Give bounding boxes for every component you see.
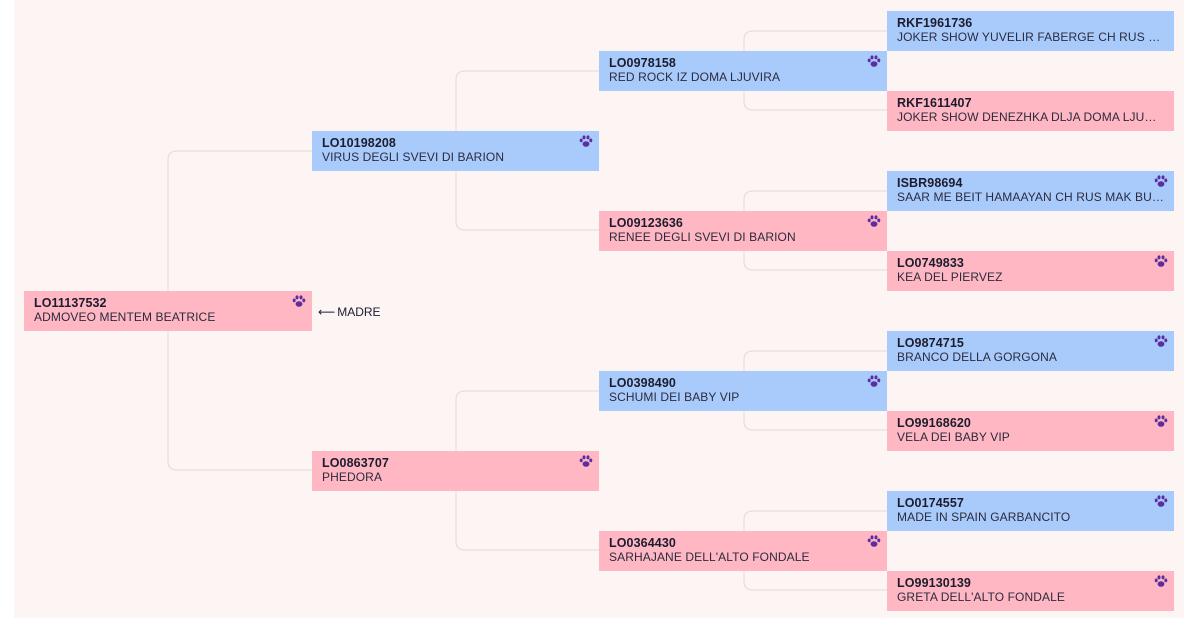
dog-name: RENEE DEGLI SVEVI DI BARION xyxy=(609,230,796,244)
dog-card-dd-dam[interactable]: LO99130139 GRETA DELL'ALTO FONDALE xyxy=(887,571,1174,611)
dog-code: LO0863707 xyxy=(322,456,389,470)
paw-icon[interactable] xyxy=(1154,575,1168,588)
paw-icon[interactable] xyxy=(1154,175,1168,188)
dog-code: LO0174557 xyxy=(897,496,964,510)
dog-code: LO0978158 xyxy=(609,56,676,70)
dog-name: VELA DEI BABY VIP xyxy=(897,430,1010,444)
dog-name: SCHUMI DEI BABY VIP xyxy=(609,390,740,404)
dog-card-ds-sire[interactable]: LO9874715 BRANCO DELLA GORGONA xyxy=(887,331,1174,371)
paw-icon[interactable] xyxy=(867,55,881,68)
dog-code: LO99168620 xyxy=(897,416,971,430)
dog-name: RED ROCK IZ DOMA LJUVIRA xyxy=(609,70,781,84)
dog-code: LO9874715 xyxy=(897,336,964,350)
dog-code: LO0749833 xyxy=(897,256,964,270)
dog-code: LO09123636 xyxy=(609,216,683,230)
dog-code: ISBR98694 xyxy=(897,176,963,190)
paw-icon[interactable] xyxy=(579,455,593,468)
paw-icon[interactable] xyxy=(1154,415,1168,428)
dog-name: GRETA DELL'ALTO FONDALE xyxy=(897,590,1065,604)
dog-name: JOKER SHOW YUVELIR FABERGE CH RUS UKR xyxy=(897,30,1164,44)
dog-code: LO11137532 xyxy=(34,296,107,310)
subject-role-label: ⟵MADRE xyxy=(318,305,381,319)
paw-icon[interactable] xyxy=(1154,255,1168,268)
dog-code: RKF1961736 xyxy=(897,16,973,30)
paw-icon[interactable] xyxy=(579,135,593,148)
dog-name: ADMOVEO MENTEM BEATRICE xyxy=(34,310,216,324)
paw-icon[interactable] xyxy=(1154,335,1168,348)
dog-code: LO0364430 xyxy=(609,536,676,550)
dog-code: LO0398490 xyxy=(609,376,676,390)
madre-label: MADRE xyxy=(337,305,381,319)
dog-card-sire-dam[interactable]: LO09123636 RENEE DEGLI SVEVI DI BARION xyxy=(599,211,887,251)
dog-code: LO10198208 xyxy=(322,136,396,150)
paw-icon[interactable] xyxy=(1154,495,1168,508)
dog-name: PHEDORA xyxy=(322,470,383,484)
paw-icon[interactable] xyxy=(867,535,881,548)
dog-name: KEA DEL PIERVEZ xyxy=(897,270,1003,284)
dog-name: SARHAJANE DELL'ALTO FONDALE xyxy=(609,550,810,564)
dog-card-dam-sire[interactable]: LO0398490 SCHUMI DEI BABY VIP xyxy=(599,371,887,411)
dog-card-dd-sire[interactable]: LO0174557 MADE IN SPAIN GARBANCITO xyxy=(887,491,1174,531)
left-arrow-icon: ⟵ xyxy=(318,305,336,319)
dog-code: RKF1611407 xyxy=(897,96,972,110)
dog-card-sire-sire[interactable]: LO0978158 RED ROCK IZ DOMA LJUVIRA xyxy=(599,51,887,91)
dog-card-subject[interactable]: LO11137532 ADMOVEO MENTEM BEATRICE xyxy=(24,291,312,331)
dog-name: MADE IN SPAIN GARBANCITO xyxy=(897,510,1071,524)
paw-icon[interactable] xyxy=(867,375,881,388)
dog-card-sd-dam[interactable]: LO0749833 KEA DEL PIERVEZ xyxy=(887,251,1174,291)
dog-name: BRANCO DELLA GORGONA xyxy=(897,350,1058,364)
dog-name: JOKER SHOW DENEZHKA DLJA DOMA LJUVIRA xyxy=(897,110,1164,124)
paw-icon[interactable] xyxy=(292,295,306,308)
dog-card-ds-dam[interactable]: LO99168620 VELA DEI BABY VIP xyxy=(887,411,1174,451)
dog-name: SAAR ME BEIT HAMAAYAN CH RUS MAK BUL GR xyxy=(897,190,1164,204)
dog-name: VIRUS DEGLI SVEVI DI BARION xyxy=(322,150,505,164)
dog-card-sire[interactable]: LO10198208 VIRUS DEGLI SVEVI DI BARION xyxy=(312,131,599,171)
dog-card-dam-dam[interactable]: LO0364430 SARHAJANE DELL'ALTO FONDALE xyxy=(599,531,887,571)
dog-card-sd-sire[interactable]: ISBR98694 SAAR ME BEIT HAMAAYAN CH RUS M… xyxy=(887,171,1174,211)
dog-code: LO99130139 xyxy=(897,576,971,590)
paw-icon[interactable] xyxy=(867,215,881,228)
dog-card-ss-sire[interactable]: RKF1961736 JOKER SHOW YUVELIR FABERGE CH… xyxy=(887,11,1174,51)
dog-card-dam[interactable]: LO0863707 PHEDORA xyxy=(312,451,599,491)
dog-card-ss-dam[interactable]: RKF1611407 JOKER SHOW DENEZHKA DLJA DOMA… xyxy=(887,91,1174,131)
